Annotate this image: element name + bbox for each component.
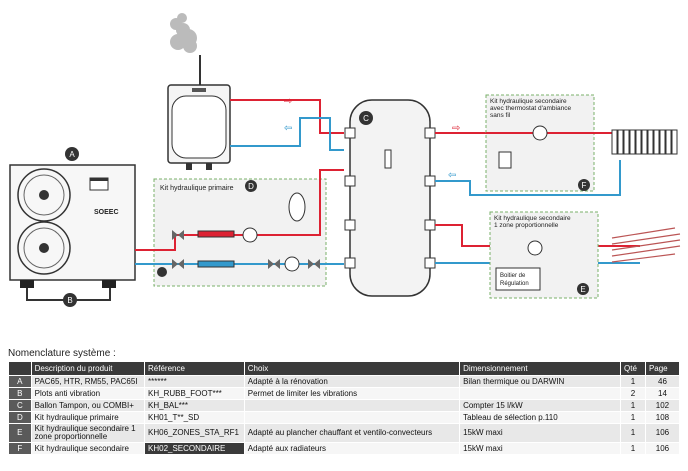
boitier-label: Boitier de Régulation [500,273,529,287]
col-header-choix: Choix [243,361,461,376]
col-header-page: Page [644,361,681,376]
marker-B: B [63,293,77,307]
table-header-row: Description du produit Référence Choix D… [8,361,681,376]
marker-D: D [245,180,257,192]
kit-secondaire-thermo-box [485,94,595,192]
col-header-letter [8,361,32,376]
valve-icons [172,230,320,269]
floor-heating-icon [611,227,681,263]
kit-secondaire-thermo-label: Kit hydraulique secondaire avec thermost… [490,98,573,119]
boitier-regulation [495,267,541,291]
arrow-left-icon: ⇦ [448,170,456,181]
pump-return-icon [284,256,300,272]
strainer-return [197,260,235,268]
col-header-qte: Qté [620,361,646,376]
marker-C: C [359,111,373,125]
arrow-left-icon: ⇦ [284,123,292,134]
arrow-right-icon: ⇨ [284,96,292,107]
system-diagram: SOEEC A B Kit hydraulique primaire D ⇨ ⇦ [9,13,681,307]
table-row: F Kit hydraulique secondaire KH02_SECOND… [8,442,681,455]
boiler-return-pipe [230,117,344,151]
marker-E: E [577,283,589,295]
table-row: D Kit hydraulique primaire KH01_T**_SD T… [8,411,681,424]
steam-cloud-icon [170,13,197,53]
strainer-supply [197,230,235,238]
kit-secondaire-zone-label: Kit hydraulique secondaire 1 zone propor… [494,215,572,229]
buffer-tank [344,99,436,297]
secondary-return-f [435,160,621,196]
gauge-icon [157,267,167,277]
pump-icon [242,227,258,243]
thermostat-icon [498,151,512,169]
table-row: A PAC65, HTR, RM55, PAC65I ****** Adapté… [8,375,681,388]
pump-e-icon [527,240,543,256]
svg-text:C: C [363,114,369,123]
boiler [167,84,231,170]
brand-label: SOEEC [94,209,119,216]
table-row: B Plots anti vibration KH_RUBB_FOOT*** P… [8,387,681,400]
svg-text:D: D [248,182,254,191]
col-header-dimensionnement: Dimensionnement [459,361,622,376]
svg-text:E: E [580,285,585,294]
expansion-vessel-icon [288,192,306,222]
table-row: C Ballon Tampon, ou COMBI+ KH_BAL*** Com… [8,399,681,412]
boiler-supply-pipe [230,99,344,134]
marker-A: A [65,147,79,161]
nomenclature-title: Nomenclature système : [8,348,116,359]
marker-F: F [578,179,590,191]
svg-text:B: B [67,296,72,305]
svg-text:A: A [69,150,75,159]
col-header-description: Description du produit [30,361,146,376]
kit-primaire-label: Kit hydraulique primaire [160,185,234,192]
table-row: E Kit hydraulique secondaire 1 zone prop… [8,423,681,443]
heat-pump-unit: SOEEC [9,164,136,288]
svg-text:F: F [582,181,587,190]
col-header-reference: Référence [144,361,245,376]
radiator-icon [611,129,678,155]
pump-f-icon [532,125,548,141]
nomenclature-table: Description du produit Référence Choix D… [8,361,681,455]
arrow-right-icon: ⇨ [452,123,460,134]
